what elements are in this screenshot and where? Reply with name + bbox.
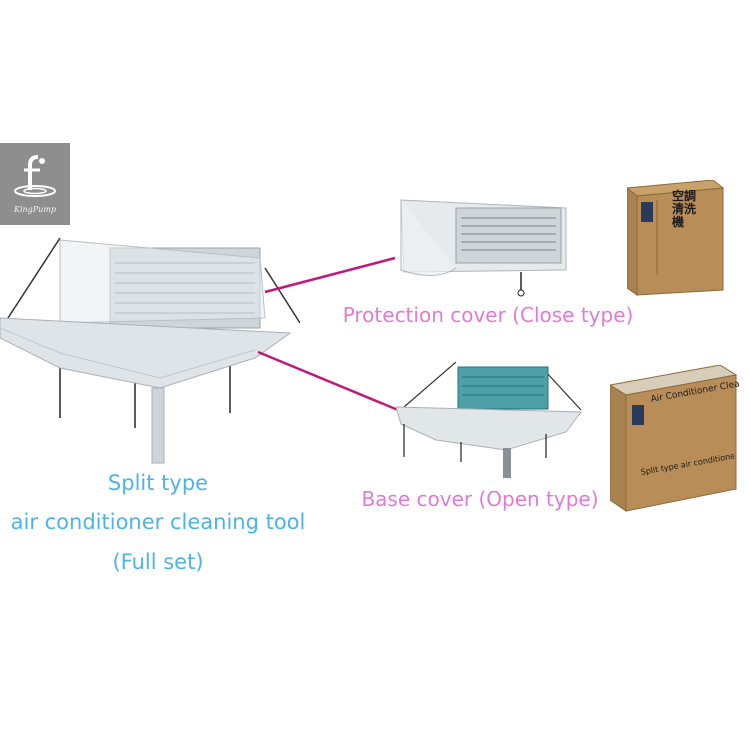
connector-to-open-type: [257, 350, 399, 412]
full-set-product-image: [0, 237, 300, 464]
logo-text: KingPump: [13, 205, 57, 214]
brand-logo: [0, 143, 70, 225]
main-product-title-line1: Split type: [107, 471, 209, 495]
package-box-open-type: [610, 365, 737, 512]
variant-label-close-type: Protection cover (Close type): [342, 303, 634, 327]
package-box-close-type: [627, 180, 725, 296]
protection-cover-image: [400, 199, 567, 297]
main-product-title-line2: air conditioner cleaning tool: [10, 510, 306, 534]
main-product-title-line3: (Full set): [112, 550, 204, 574]
variant-label-open-type: Base cover (Open type): [361, 487, 599, 511]
package-chinese-title: 空調清洗機: [672, 189, 697, 229]
droplet-f-logo-icon: [14, 155, 56, 197]
connector-to-close-type: [264, 256, 396, 294]
base-cover-image: [396, 362, 582, 478]
